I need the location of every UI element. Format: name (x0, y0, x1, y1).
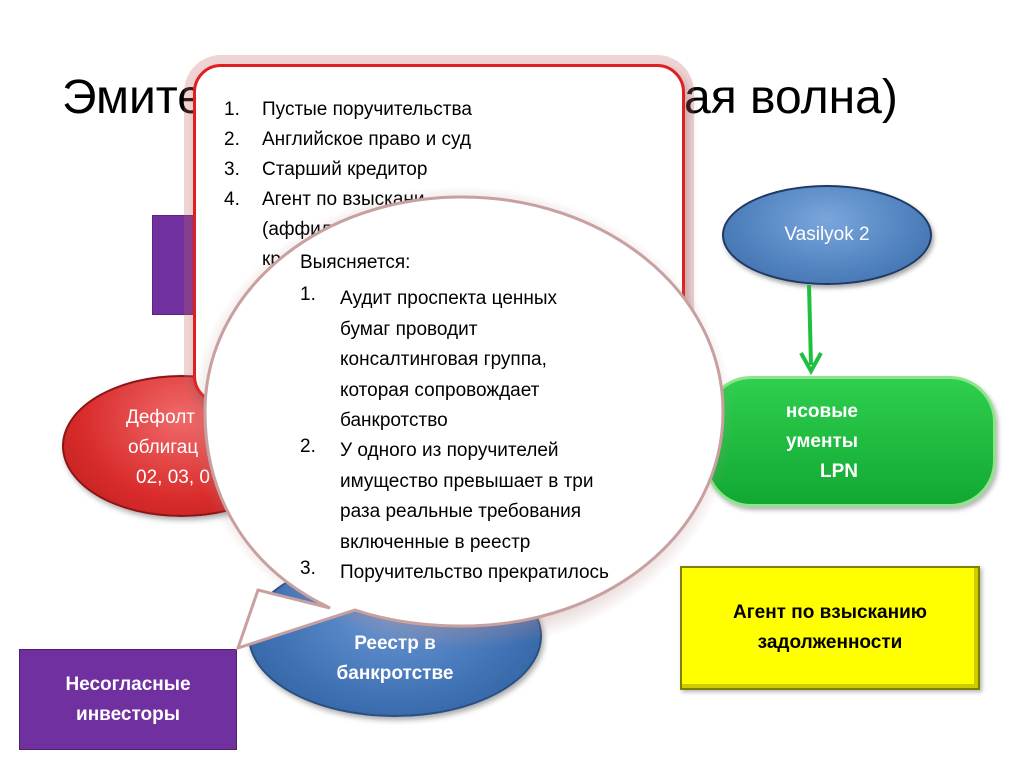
bubble-body (203, 195, 725, 651)
issues-item-text: Английское право и суд (262, 129, 471, 150)
financial-instruments-box: нсовые ументы LPN (705, 376, 996, 507)
issues-item-text: Пустые поручительства (262, 99, 472, 120)
arrow-down (799, 284, 823, 376)
arrow-shaft (807, 284, 813, 366)
bubble-item-text: Поручительство прекратилось (340, 558, 609, 589)
bubble-line: бумаг проводит (340, 318, 478, 340)
bubble-line: банкротство (340, 410, 448, 431)
bubble-line: которая сопровождает (340, 379, 540, 401)
dissenting-investors-box: Несогласные инвесторы (19, 649, 237, 750)
green-line-2: ументы (786, 431, 858, 452)
arrow-head (799, 352, 823, 376)
agent-line-1: Агент по взысканию (733, 602, 927, 623)
bubble-line: Поручительство прекратилось (340, 562, 609, 583)
bubble-item-number: 3. (300, 558, 316, 579)
issues-item-text: Старший кредитор (262, 159, 428, 180)
bubble-item-text: У одного из поручителей имущество превыш… (340, 436, 593, 558)
investors-line-2: инвесторы (76, 703, 180, 725)
vasilyok-ellipse: Vasilyok 2 (722, 185, 932, 285)
vasilyok-label: Vasilyok 2 (784, 224, 870, 245)
bubble-line: Аудит проспекта ценных (340, 288, 558, 309)
bubble-line: имущество превышает в три (340, 470, 594, 492)
registry-line-2: банкротстве (336, 663, 454, 684)
red-line-3: 02, 03, 0 (136, 467, 210, 488)
green-line-1: нсовые (785, 401, 858, 422)
bubble-item-number: 2. (300, 436, 316, 457)
bubble-line: У одного из поручителей (340, 440, 559, 461)
agent-line-2: задолженности (757, 632, 903, 653)
bubble-line: включенные в реестр (340, 531, 531, 553)
issues-item-number: 4. (224, 189, 240, 210)
issues-item-number: 1. (224, 99, 240, 120)
investors-line-1: Несогласные (65, 673, 191, 695)
title-left-fragment: Эмите (62, 71, 204, 124)
bubble-lead: Выясняется: (300, 252, 411, 273)
title-right-fragment: ая волна) (684, 71, 898, 124)
collection-agent-box: Агент по взысканию задолженности (680, 566, 980, 690)
issues-item-number: 2. (224, 129, 240, 150)
red-line-1: Дефолт (126, 407, 196, 428)
slide-title: Эмите ая волна) (62, 60, 962, 140)
bubble-item-text: Аудит проспекта ценных бумаг проводит ко… (340, 284, 557, 437)
issues-item-number: 3. (224, 159, 240, 180)
bubble-item-number: 1. (300, 284, 316, 305)
green-line-3: LPN (820, 461, 858, 482)
bubble-line: консалтинговая группа, (340, 349, 547, 370)
red-line-2: облигац (128, 437, 199, 458)
bubble-line: раза реальные требования (340, 501, 582, 522)
